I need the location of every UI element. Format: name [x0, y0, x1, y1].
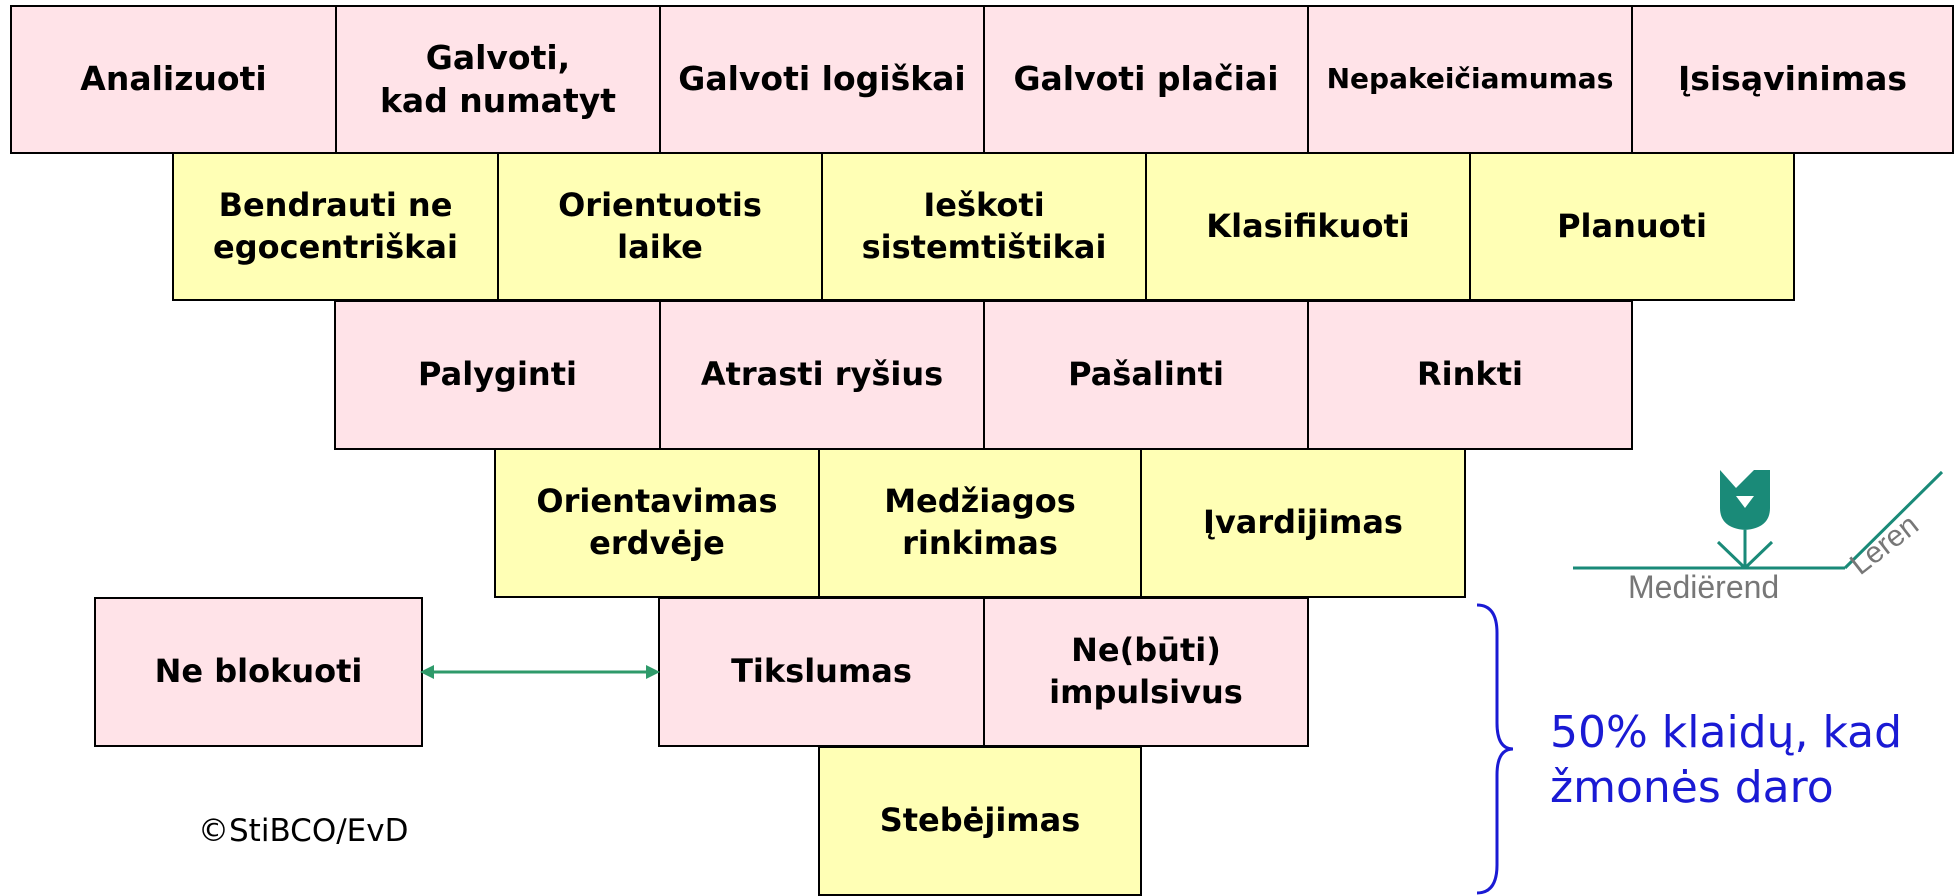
block-isisavinimas: Įsisąvinimas — [1631, 5, 1954, 154]
block-ne-blokuoti: Ne blokuoti — [94, 597, 423, 747]
block-galvoti-kad-numatyt: Galvoti, kad numatyt — [335, 5, 661, 154]
mediarend-leren-logo: Mediërend Leren — [1573, 470, 1944, 605]
block-pasalinti: Pašalinti — [983, 300, 1309, 450]
block-ieskoti-sistemtistikai: Ieškoti sistemtištikai — [821, 152, 1147, 301]
block-ne-buti-impulsivus: Ne(būti) impulsivus — [983, 597, 1309, 747]
curly-brace — [1476, 603, 1514, 895]
double-arrow — [420, 665, 660, 679]
block-atrasti-rysius: Atrasti ryšius — [659, 300, 985, 450]
block-medziagos-rinkimas: Medžiagos rinkimas — [818, 448, 1142, 598]
block-orientuotis-laike: Orientuotis laike — [497, 152, 823, 301]
block-stebejimas: Stebėjimas — [818, 746, 1142, 896]
block-planuoti: Planuoti — [1469, 152, 1795, 301]
block-ivardijimas: Įvardijimas — [1140, 448, 1466, 598]
note-text: 50% klaidų, kad žmonės daro — [1550, 707, 1903, 813]
block-tikslumas: Tikslumas — [658, 597, 985, 747]
block-rinkti: Rinkti — [1307, 300, 1633, 450]
block-palyginti: Palyginti — [334, 300, 661, 450]
logo-word-mediarend: Mediërend — [1628, 569, 1779, 605]
block-bendrauti-ne-egocentriskai: Bendrauti ne egocentriškai — [172, 152, 499, 301]
block-orientavimas-erdveje: Orientavimas erdvėje — [494, 448, 820, 598]
block-analizuoti: Analizuoti — [10, 5, 337, 154]
logo-word-leren: Leren — [1844, 508, 1925, 581]
block-klasifikuoti: Klasifikuoti — [1145, 152, 1471, 301]
block-galvoti-placiai: Galvoti plačiai — [983, 5, 1309, 154]
block-galvoti-logiskai: Galvoti logiškai — [659, 5, 985, 154]
block-nepakeiciamumas: Nepakeičiamumas — [1307, 5, 1633, 154]
copyright-text: ©StiBCO/EvD — [198, 813, 409, 849]
